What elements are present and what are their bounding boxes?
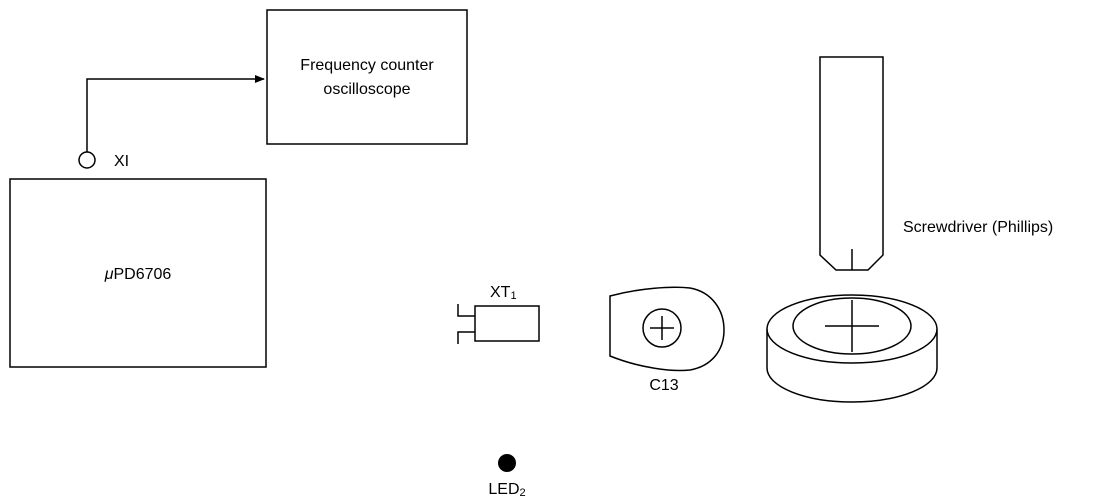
chip-upd6706: μPD6706 <box>9 178 267 368</box>
led2-indicator-icon <box>498 454 516 472</box>
trimmer-cylinder <box>766 294 938 403</box>
chip-label-name: PD6706 <box>113 266 171 283</box>
xi-label: XI <box>114 153 129 170</box>
chip-label-prefix: μ <box>104 266 114 283</box>
c13-label: C13 <box>649 377 678 394</box>
led2-label: LED2 <box>488 481 525 499</box>
screwdriver-label: Screwdriver (Phillips) <box>903 219 1053 236</box>
screwdriver-phillips: Screwdriver (Phillips) <box>819 56 1053 271</box>
led-label-sub: 2 <box>520 487 526 499</box>
c13-adjust-screw-icon <box>642 308 682 348</box>
counter-label-line2: oscilloscope <box>323 81 410 98</box>
led-label-main: LED <box>488 481 519 498</box>
crystal-label: XT1 <box>490 284 517 302</box>
trimmer-capacitor-c13: C13 <box>609 286 725 394</box>
xi-test-point-icon <box>78 151 96 169</box>
frequency-counter-box: Frequency counter oscilloscope <box>266 9 468 145</box>
crystal-label-main: XT <box>490 284 511 301</box>
probe-connection-wire <box>86 75 265 153</box>
counter-label-line1: Frequency counter <box>300 57 434 74</box>
crystal-label-sub: 1 <box>510 290 516 302</box>
crystal-xt1: XT1 <box>457 284 540 344</box>
chip-label: μPD6706 <box>104 266 172 283</box>
